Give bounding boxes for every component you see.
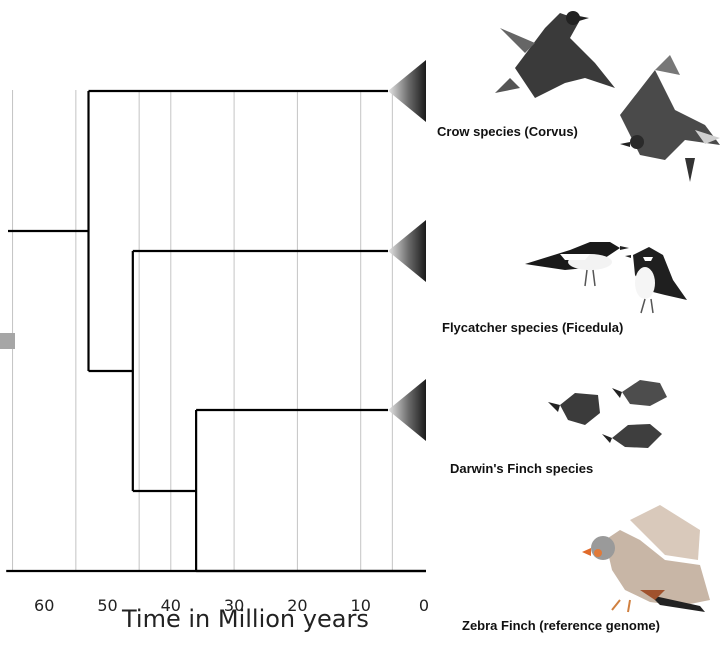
finch-heads-illustration (548, 380, 667, 448)
darwin-finch-species-label: Darwin's Finch species (450, 461, 593, 476)
x-axis-title: Time in Million years (122, 605, 369, 633)
clade-triangle-flycatcher (388, 220, 426, 282)
zebra-finch-label: Zebra Finch (reference genome) (462, 618, 660, 633)
x-tick-label-60: 60 (34, 596, 54, 615)
crow-illustration (495, 11, 720, 182)
zebra-finch-illustration (582, 505, 710, 612)
x-tick-label-50: 50 (97, 596, 117, 615)
left-edge-marker (0, 333, 15, 349)
x-tick-label-0: 0 (419, 596, 429, 615)
flycatcher-illustration (525, 242, 687, 313)
crow-species-label: Crow species (Corvus) (437, 124, 578, 139)
clade-triangle-crow (388, 60, 426, 122)
clade-triangle-darwin (388, 379, 426, 441)
flycatcher-species-label: Flycatcher species (Ficedula) (442, 320, 623, 335)
